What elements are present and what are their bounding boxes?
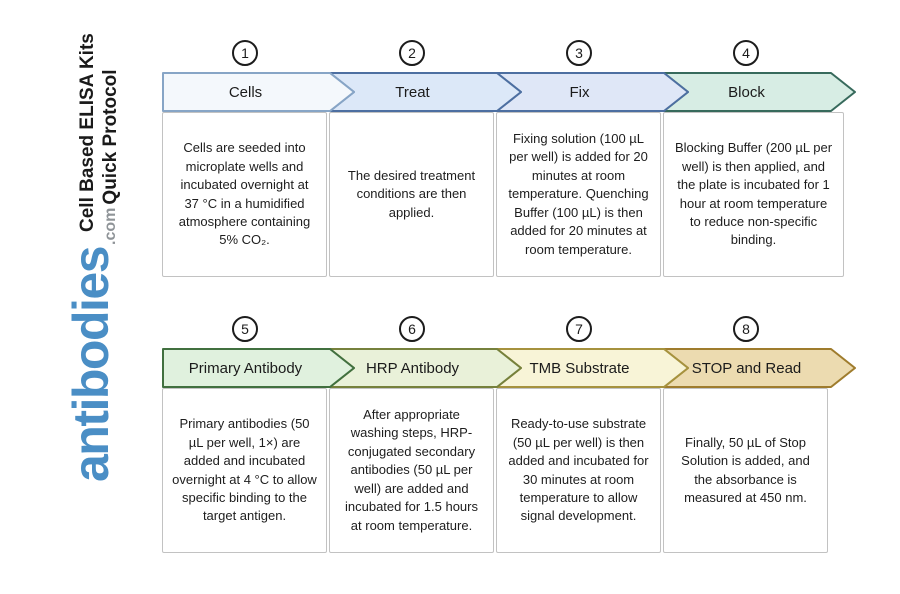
step-number-badge: 2	[399, 40, 425, 66]
step-label: HRP Antibody	[365, 359, 460, 377]
step-label: Block	[728, 83, 765, 101]
logo-domain-suffix: .com	[102, 207, 119, 245]
poster-title-line2: Quick Protocol	[100, 69, 121, 205]
step-number-badge: 8	[733, 316, 759, 342]
step-label: Primary Antibody	[188, 359, 303, 377]
poster-title-line1: Cell Based ELISA Kits	[77, 33, 98, 232]
step-description: Cells are seeded into microplate wells a…	[162, 112, 327, 277]
step-number-badge: 7	[566, 316, 592, 342]
step-label: STOP and Read	[691, 359, 802, 377]
step-4: 4 Block Blocking Buffer (200 µL per well…	[663, 40, 863, 280]
step-number: 2	[408, 45, 416, 61]
poster-title: Cell Based ELISA Kits Quick Protocol	[76, 33, 124, 232]
protocol-row-1: 1 Cells Cells are seeded into microplate…	[162, 40, 872, 280]
step-label: TMB Substrate	[529, 359, 630, 377]
step-number-badge: 1	[232, 40, 258, 66]
step-number: 8	[742, 321, 750, 337]
step-8: 8 STOP and Read Finally, 50 µL of Stop S…	[663, 316, 863, 556]
antibodies-logo: antibodies.com	[62, 208, 136, 482]
step-number-badge: 6	[399, 316, 425, 342]
step-description: Fixing solution (100 µL per well) is add…	[496, 112, 661, 277]
step-7: 7 TMB Substrate Ready-to-use substrate (…	[496, 316, 696, 556]
step-number: 7	[575, 321, 583, 337]
step-number: 1	[241, 45, 249, 61]
step-1: 1 Cells Cells are seeded into microplate…	[162, 40, 362, 280]
step-label: Treat	[395, 83, 430, 101]
step-number-badge: 5	[232, 316, 258, 342]
chevron-banner	[162, 72, 355, 112]
step-number-badge: 3	[566, 40, 592, 66]
step-number: 3	[575, 45, 583, 61]
step-number: 4	[742, 45, 750, 61]
step-number: 6	[408, 321, 416, 337]
step-description: Ready-to-use substrate (50 µL per well) …	[496, 388, 661, 553]
chevron-banner	[162, 348, 355, 388]
step-2: 2 Treat The desired treatment conditions…	[329, 40, 529, 280]
step-6: 6 HRP Antibody After appropriate washing…	[329, 316, 529, 556]
logo-wordmark: antibodies	[63, 246, 119, 482]
step-description: After appropriate washing steps, HRP-con…	[329, 388, 494, 553]
step-3: 3 Fix Fixing solution (100 µL per well) …	[496, 40, 696, 280]
step-5: 5 Primary Antibody Primary antibodies (5…	[162, 316, 362, 556]
step-label: Fix	[569, 83, 590, 101]
step-label: Cells	[228, 83, 263, 101]
step-number-badge: 4	[733, 40, 759, 66]
protocol-row-2: 5 Primary Antibody Primary antibodies (5…	[162, 316, 872, 556]
step-description: Primary antibodies (50 µL per well, 1×) …	[162, 388, 327, 553]
chevron-shape	[162, 348, 355, 388]
step-description: Blocking Buffer (200 µL per well) is the…	[663, 112, 844, 277]
step-description: The desired treatment conditions are the…	[329, 112, 494, 277]
chevron-shape	[162, 72, 355, 112]
step-description: Finally, 50 µL of Stop Solution is added…	[663, 388, 828, 553]
step-number: 5	[241, 321, 249, 337]
